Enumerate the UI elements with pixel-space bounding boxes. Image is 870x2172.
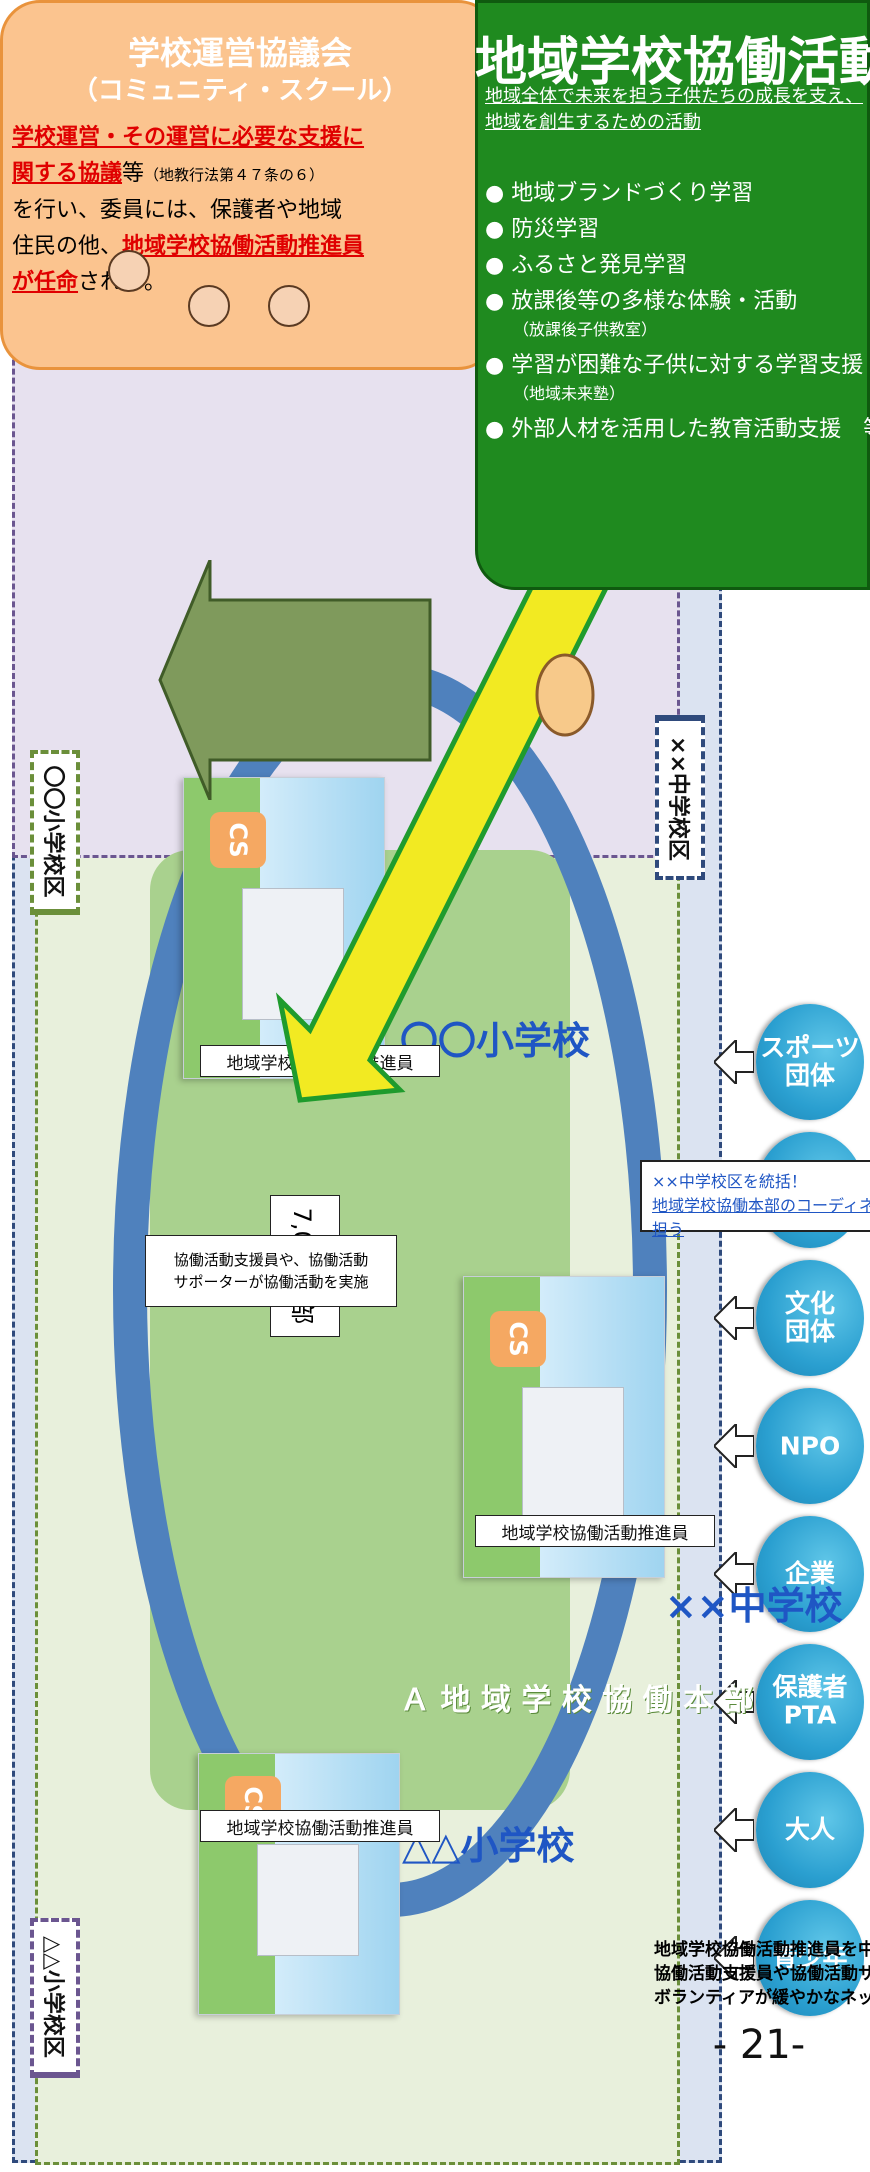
down-arrow-icon [714, 1808, 754, 1852]
activity-bullet-text: ふるさと発見学習 [511, 253, 688, 278]
council-subtitle: （コミュニティ・スクール） [71, 76, 409, 106]
activity-bullet-note: （地域未来塾） [513, 384, 626, 403]
council-line: 関する協議等（地教行法第４７条の６） [12, 156, 492, 193]
handshake-icon [535, 653, 595, 737]
council-body: 学校運営・その運営に必要な支援に関する協議等（地教行法第４７条の６）を行い、委員… [12, 120, 492, 301]
activity-bullet: ● 外部人材を活用した教育活動支援 等 [485, 416, 870, 444]
activity-bullet-note: （放課後子供教室） [513, 320, 658, 339]
activity-bullet-text: 外部人材を活用した教育活動支援 等 [511, 417, 870, 442]
person-icon [268, 285, 310, 327]
council-text-part: 関する協議 [12, 161, 123, 186]
council-text-part: 学校運営・その運営に必要な支援に [12, 125, 365, 150]
council-line: 学校運営・その運営に必要な支援に [12, 120, 492, 156]
down-arrow-icon [714, 1552, 754, 1596]
person-icon [108, 250, 150, 292]
activity-description: 地域全体で未来を担う子供たちの成長を支え、 地域を創生するための活動 [485, 84, 863, 136]
person-icon [188, 285, 230, 327]
activity-bullet-text: 防災学習 [511, 217, 600, 242]
activity-bullet-text: 地域ブランドづくり学習 [511, 181, 754, 206]
bullet-dot-icon: ● [485, 353, 512, 378]
activity-bullet-text: 学習が困難な子供に対する学習支援 [511, 353, 864, 378]
activity-desc-line-1: 地域全体で未来を担う子供たちの成長を支え、 [485, 86, 863, 107]
bullet-dot-icon: ● [485, 217, 512, 242]
council-text-part: 地域学校協働活動推進員 [122, 234, 365, 259]
council-line: を行い、委員には、保護者や地域 [12, 193, 492, 229]
council-line: 住民の他、地域学校協働活動推進員 [12, 229, 492, 265]
activity-bullet: ● 地域ブランドづくり学習 [485, 180, 870, 208]
council-text-part: を行い、委員には、保護者や地域 [12, 198, 343, 223]
activity-bullet: ● 放課後等の多様な体験・活動 （放課後子供教室） [485, 288, 870, 344]
activity-desc-line-2: 地域を創生するための活動 [485, 112, 701, 133]
bullet-dot-icon: ● [485, 417, 512, 442]
council-text-part: 等 [122, 161, 145, 186]
down-arrow-icon [714, 1040, 754, 1084]
bullet-dot-icon: ● [485, 181, 512, 206]
down-arrow-icon [714, 1424, 754, 1468]
activity-bullet-list: ● 地域ブランドづくり学習● 防災学習● ふるさと発見学習● 放課後等の多様な体… [485, 180, 870, 452]
bullet-dot-icon: ● [485, 253, 512, 278]
council-text-part: が任命 [12, 270, 79, 295]
bullet-dot-icon: ● [485, 289, 512, 314]
council-text-part: （地教行法第４７条の６） [144, 166, 325, 184]
activity-bullet: ● 防災学習 [485, 216, 870, 244]
council-line: が任命される。 [12, 265, 492, 301]
down-arrow-icon [714, 1680, 754, 1724]
green-arrow [158, 560, 432, 800]
activity-bullet: ● 学習が困難な子供に対する学習支援 （地域未来塾） [485, 352, 870, 408]
council-title: 学校運営協議会 [127, 34, 352, 72]
down-arrow-icon [714, 1296, 754, 1340]
activity-bullet: ● ふるさと発見学習 [485, 252, 870, 280]
green-up-arrow [158, 560, 432, 800]
council-text-part: 住民の他、 [12, 234, 123, 259]
activity-bullet-text: 放課後等の多様な体験・活動 [511, 289, 798, 314]
down-arrow-icon [714, 1936, 754, 1980]
